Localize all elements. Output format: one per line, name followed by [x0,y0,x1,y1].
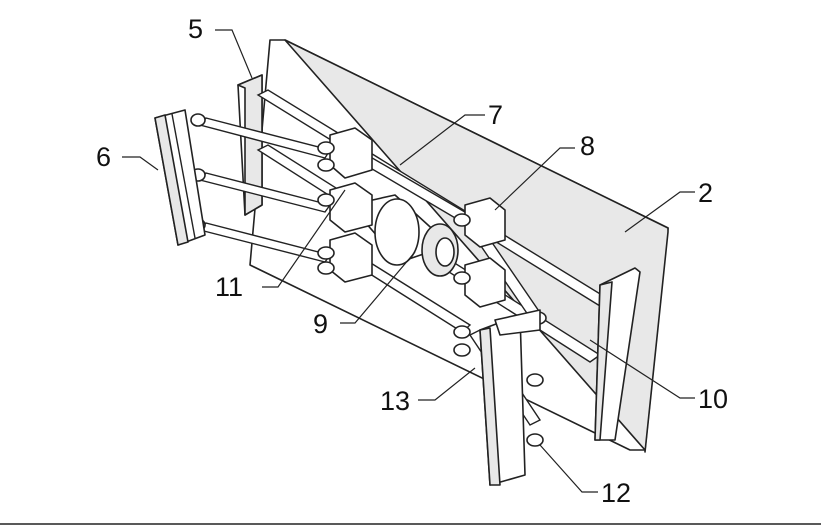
leader-10 [589,339,695,399]
cylinder [349,194,459,277]
leader-9 [340,251,416,324]
right-mount-block [594,267,641,441]
label-9: 9 [313,309,328,339]
label-11: 11 [215,272,243,302]
leader-13 [418,367,476,401]
leader-11 [262,189,346,288]
label-10: 10 [698,384,728,414]
leader-5 [215,29,253,79]
sliders [329,127,506,308]
left-clamp-bar [154,109,206,246]
label-7: 7 [488,100,503,130]
leader-2 [624,191,695,233]
label-6: 6 [96,142,111,172]
leader-8 [494,147,575,211]
leader-6 [122,156,159,171]
label-12: 12 [601,478,631,508]
label-8: 8 [580,131,595,161]
right-clamp-bar [479,309,541,486]
label-13: 13 [380,386,410,416]
left-mount-block [237,74,263,216]
leader-7 [399,114,485,166]
label-5: 5 [188,14,203,44]
leader-lines [122,29,695,493]
leader-12 [539,444,598,493]
label-2: 2 [698,178,713,208]
